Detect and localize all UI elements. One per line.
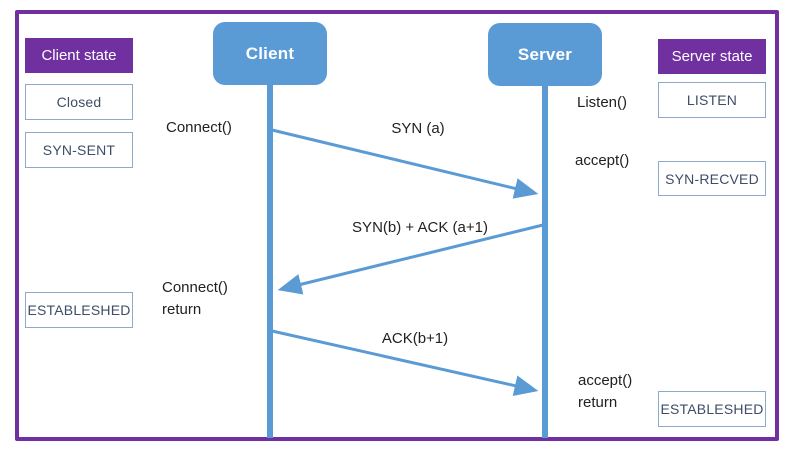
server-event-listen: Listen() — [577, 94, 628, 111]
client-state-syn-sent: SYN-SENT — [25, 132, 133, 168]
connect-return-line1: Connect() — [162, 279, 228, 296]
server-state-header: Server state — [658, 39, 766, 74]
accept-return-line1: accept() — [578, 372, 633, 389]
accept-return-line2: return — [578, 394, 618, 411]
message-syn-ack: SYN(b) + ACK (a+1) — [352, 219, 488, 236]
server-state-syn-recved: SYN-RECVED — [658, 161, 766, 196]
client-state-closed: Closed — [25, 84, 133, 120]
connect-return-line2: return — [162, 301, 202, 318]
client-event-connect: Connect() — [166, 119, 232, 136]
server-state-established: ESTABLESHED — [658, 391, 766, 427]
message-ack: ACK(b+1) — [381, 330, 449, 347]
server-event-accept-return: accept() return — [578, 370, 632, 414]
actor-server: Server — [488, 23, 602, 86]
client-state-header: Client state — [25, 38, 133, 73]
message-syn: SYN (a) — [391, 120, 445, 137]
server-event-accept: accept() — [575, 152, 630, 169]
actor-client: Client — [213, 22, 327, 85]
server-state-listen: LISTEN — [658, 82, 766, 118]
client-state-established: ESTABLESHED — [25, 292, 133, 328]
client-event-connect-return: Connect() return — [162, 277, 228, 321]
